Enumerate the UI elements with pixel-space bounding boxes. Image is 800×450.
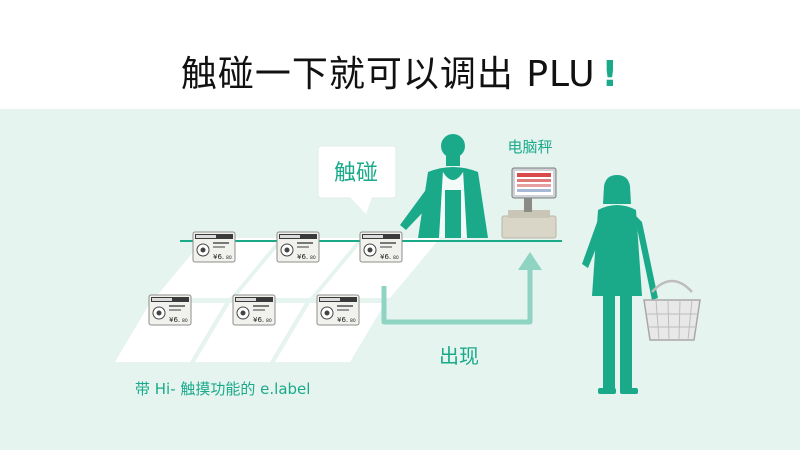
electronic-shelf-labels: ¥6.80¥6.80¥6.80¥6.80¥6.80¥6.80 <box>148 231 403 326</box>
electronic-shelf-label-icon: ¥6.80 <box>192 231 236 263</box>
headline: 触碰一下就可以调出 PLU! <box>0 45 800 97</box>
tag-price: ¥6. <box>337 316 348 324</box>
tag-price-cents: 80 <box>182 318 188 324</box>
caption: 带 Hi- 触摸功能的 e.label <box>135 380 311 398</box>
tag-price-cents: 80 <box>393 255 399 261</box>
shelf-tile <box>195 303 305 362</box>
shop-assistant-icon <box>400 134 488 238</box>
appear-label: 出现 <box>439 344 479 368</box>
tag-price: ¥6. <box>213 253 224 261</box>
touch-speech-bubble <box>317 145 397 214</box>
tag-price-cents: 80 <box>310 255 316 261</box>
shelf-tile <box>315 238 440 298</box>
shopping-basket-icon <box>643 279 701 341</box>
tag-price: ¥6. <box>297 253 308 261</box>
electronic-shelf-label-icon: ¥6.80 <box>276 231 320 263</box>
shelf-tile <box>115 303 225 362</box>
tag-price: ¥6. <box>380 253 391 261</box>
computer-scale-icon <box>501 167 557 239</box>
electronic-shelf-label-icon: ¥6.80 <box>232 294 276 326</box>
headline-exclamation: ! <box>601 54 620 95</box>
flow-arrow-icon <box>381 252 542 325</box>
tag-price-cents: 80 <box>350 318 356 324</box>
tag-price-cents: 80 <box>226 255 232 261</box>
headline-text: 触碰一下就可以调出 PLU <box>180 54 596 95</box>
shelf-tile <box>155 238 280 298</box>
electronic-shelf-label-icon: ¥6.80 <box>148 294 192 326</box>
touch-label: 触碰 <box>333 161 378 186</box>
tag-price: ¥6. <box>169 316 180 324</box>
electronic-shelf-label-icon: ¥6.80 <box>316 294 360 326</box>
tag-price-cents: 80 <box>266 318 272 324</box>
shelf-tile <box>235 238 360 298</box>
tag-price: ¥6. <box>253 316 264 324</box>
scale-label: 电脑秤 <box>507 138 553 156</box>
electronic-shelf-label-icon: ¥6.80 <box>359 231 403 263</box>
shelf-surfaces <box>115 238 440 362</box>
customer-icon <box>582 175 658 394</box>
